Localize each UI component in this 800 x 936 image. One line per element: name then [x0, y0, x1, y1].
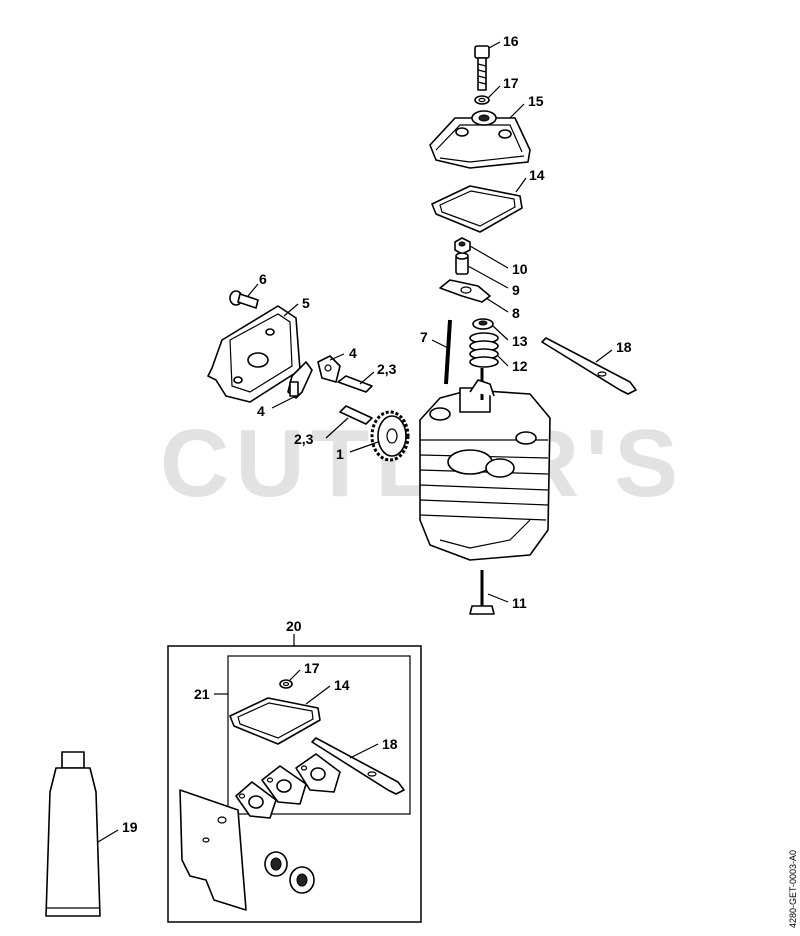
kit-seal-2[interactable] — [289, 866, 315, 894]
callout-18: 18 — [616, 339, 632, 355]
callout-16: 16 — [503, 33, 519, 49]
callout-18-kit: 18 — [382, 736, 398, 752]
callout-6: 6 — [259, 271, 267, 287]
part-6-screw[interactable] — [229, 290, 259, 309]
part-2-3-pin-lower[interactable] — [339, 405, 373, 425]
part-15-valve-cover[interactable] — [429, 110, 531, 169]
kit-flange-gasket-2[interactable] — [261, 765, 307, 805]
part-16-screw[interactable] — [474, 45, 490, 91]
leader-lines — [97, 41, 613, 843]
callout-21: 21 — [194, 686, 210, 702]
part-5-cover[interactable] — [207, 305, 301, 403]
callout-12: 12 — [512, 358, 528, 374]
watermark-text: CUTLER'S — [160, 410, 684, 517]
part-14-gasket[interactable] — [431, 185, 523, 233]
kit-part-18-tool[interactable] — [311, 737, 405, 795]
callout-4-upper: 4 — [349, 345, 357, 361]
callout-7: 7 — [420, 329, 428, 345]
callout-13: 13 — [512, 333, 528, 349]
callout-20: 20 — [286, 618, 302, 634]
kit-flange-gasket-1[interactable] — [235, 781, 277, 819]
kit-part-17-washer[interactable] — [279, 679, 293, 689]
part-18-tool[interactable] — [541, 337, 637, 395]
kit-seal-1[interactable] — [264, 851, 288, 877]
callout-5: 5 — [302, 295, 310, 311]
callout-14-kit: 14 — [334, 677, 350, 693]
part-9-pivot[interactable] — [455, 252, 469, 275]
part-13-spring-retainer[interactable] — [472, 318, 494, 330]
callout-19: 19 — [122, 819, 138, 835]
callout-14: 14 — [529, 167, 545, 183]
part-1-gear[interactable] — [370, 410, 410, 462]
part-11-valve[interactable] — [469, 570, 495, 615]
part-4-lever-lower[interactable] — [287, 361, 313, 399]
callout-2-3-lower: 2,3 — [294, 431, 314, 447]
callout-10: 10 — [512, 261, 528, 277]
callout-8: 8 — [512, 305, 520, 321]
cylinder — [419, 368, 551, 561]
callout-11: 11 — [512, 595, 527, 611]
kit-part-14-gasket[interactable] — [229, 697, 321, 745]
callout-9: 9 — [512, 282, 520, 298]
kit-base-gasket[interactable] — [179, 789, 247, 911]
part-2-3-pin-upper[interactable] — [337, 375, 373, 393]
part-7-push-rod[interactable] — [444, 319, 452, 385]
callout-2-3-upper: 2,3 — [377, 361, 397, 377]
callout-1: 1 — [336, 446, 344, 462]
callout-4-lower: 4 — [257, 403, 265, 419]
part-17-washer[interactable] — [474, 95, 490, 105]
part-8-rocker-arm[interactable] — [439, 279, 491, 303]
kit-flange-gasket-3[interactable] — [295, 753, 341, 793]
callout-17-kit: 17 — [304, 660, 320, 676]
part-10-nut[interactable] — [454, 237, 471, 255]
part-4-lever-upper[interactable] — [317, 355, 341, 383]
part-19-tube[interactable] — [45, 751, 101, 917]
callout-15: 15 — [528, 93, 544, 109]
kit-21-frame — [227, 655, 411, 815]
part-12-valve-spring[interactable] — [469, 332, 499, 368]
callout-17: 17 — [503, 75, 519, 91]
drawing-code: 4280-GET-0003-A0 — [788, 850, 798, 928]
